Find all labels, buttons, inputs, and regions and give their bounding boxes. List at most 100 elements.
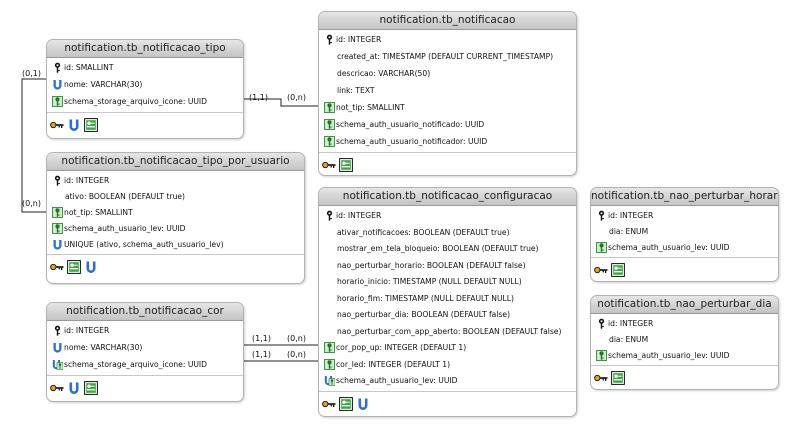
column-label: cor_pop_up: INTEGER (DEFAULT 1) [336,343,467,352]
column-row[interactable]: dia: ENUM [591,331,778,348]
column-row[interactable]: horario_fim: TIMESTAMP (NULL DEFAULT NUL… [319,290,576,307]
column-label: id: INTEGER [64,176,110,185]
column-row[interactable]: descricao: VARCHAR(50) [319,65,576,82]
column-row[interactable]: not_tip: SMALLINT [47,204,304,221]
foreign-key-index-icon[interactable] [84,380,98,395]
column-row[interactable]: id: INTEGER [47,172,304,189]
primary-key-icon[interactable] [50,380,64,394]
foreign-key-index-icon[interactable] [611,370,625,385]
column-row[interactable]: not_tip: SMALLINT [319,99,576,116]
foreign-key-icon [324,102,335,113]
column-row[interactable]: nao_perturbar_com_app_aberto: BOOLEAN (D… [319,323,576,340]
table-box[interactable]: notification.tb_nao_perturbar_horario id:… [590,187,779,282]
primary-key-icon[interactable] [50,117,64,131]
key-icon [52,325,63,336]
column-row[interactable]: nao_perturbar_horario: BOOLEAN (DEFAULT … [319,257,576,274]
unique-index-icon[interactable] [67,117,81,131]
primary-key-icon[interactable] [322,157,336,171]
table-title[interactable]: notification.tb_notificacao_cor [47,303,243,321]
foreign-key-icon [324,119,335,130]
foreign-key-icon [52,96,63,107]
foreign-key-index-icon[interactable] [84,117,98,132]
column-label: link: TEXT [337,86,375,95]
column-label: nao_perturbar_com_app_aberto: BOOLEAN (D… [337,326,562,336]
column-label: schema_auth_usuario_lev: UUID [608,351,730,360]
column-row[interactable]: cor_led: INTEGER (DEFAULT 1) [319,356,576,373]
table-title[interactable]: notification.tb_nao_perturbar_dia [591,296,778,314]
table-box[interactable]: notification.tb_notificacao_tipo id: SMAL… [46,39,244,139]
table-title[interactable]: notification.tb_notificacao_tipo [47,40,243,58]
column-row[interactable]: UNIQUE (ativo, schema_auth_usuario_lev) [47,236,304,253]
primary-key-icon[interactable] [594,370,608,384]
column-row[interactable]: schema_storage_arquivo_icone: UUID [47,356,243,373]
column-label: schema_auth_usuario_notificado: UUID [336,120,485,129]
foreign-key-index-icon[interactable] [611,262,625,277]
foreign-key-icon [596,350,607,361]
column-label: schema_auth_usuario_lev: UUID [608,243,730,252]
column-label: id: INTEGER [336,211,382,220]
column-label: schema_auth_usuario_lev: UUID [64,224,186,233]
key-icon [52,62,63,73]
column-row[interactable]: created_at: TIMESTAMP (DEFAULT CURRENT_T… [319,48,576,65]
column-label: nao_perturbar_dia: BOOLEAN (DEFAULT fals… [337,310,511,319]
primary-key-icon[interactable] [50,259,64,273]
column-row[interactable]: cor_pop_up: INTEGER (DEFAULT 1) [319,339,576,356]
column-label: schema_storage_arquivo_icone: UUID [64,97,208,106]
key-icon [324,210,335,221]
column-row[interactable]: id: INTEGER [591,315,778,332]
foreign-key-index-icon[interactable] [339,396,353,411]
cardinality-label: (0,n) [287,93,306,102]
column-row[interactable]: id: SMALLINT [47,59,243,76]
column-row[interactable]: link: TEXT [319,82,576,99]
table-title[interactable]: notification.tb_notificacao_tipo_por_usu… [47,153,304,171]
column-row[interactable]: id: INTEGER [47,322,243,339]
column-label: nome: VARCHAR(30) [64,343,143,352]
foreign-key-index-icon[interactable] [339,157,353,172]
column-row[interactable]: schema_auth_usuario_lev: UUID [591,239,778,256]
unique-index-icon[interactable] [67,380,81,394]
column-row[interactable]: nao_perturbar_dia: BOOLEAN (DEFAULT fals… [319,306,576,323]
unique-index-icon[interactable] [84,259,98,273]
footer-divider [47,254,304,255]
table-title[interactable]: notification.tb_notificacao [319,12,576,30]
footer-divider [47,112,243,113]
column-row[interactable]: id: INTEGER [591,207,778,224]
column-row[interactable]: id: INTEGER [319,31,576,48]
table-box[interactable]: notification.tb_notificacao_configuracao… [318,187,577,417]
column-row[interactable]: nome: VARCHAR(30) [47,76,243,93]
column-label: id: SMALLINT [64,63,114,72]
column-label: horario_fim: TIMESTAMP (NULL DEFAULT NUL… [337,293,514,303]
cardinality-label: (0,n) [287,334,306,343]
column-label: not_tip: SMALLINT [64,208,133,217]
column-row[interactable]: ativar_notificacoes: BOOLEAN (DEFAULT tr… [319,224,576,241]
foreign-key-icon [324,136,335,147]
column-row[interactable]: mostrar_em_tela_bloqueio: BOOLEAN (DEFAU… [319,240,576,257]
column-label: ativo: BOOLEAN (DEFAULT true) [65,192,186,201]
foreign-key-index-icon[interactable] [67,259,81,274]
column-row[interactable]: schema_auth_usuario_notificado: UUID [319,116,576,133]
column-row[interactable]: id: INTEGER [319,207,576,224]
column-label: descricao: VARCHAR(50) [337,69,431,78]
table-title[interactable]: notification.tb_nao_perturbar_horario [591,188,778,206]
column-row[interactable]: horario_inicio: TIMESTAMP (NULL DEFAULT … [319,273,576,290]
table-box[interactable]: notification.tb_notificacao_tipo_por_usu… [46,152,305,284]
column-label: nome: VARCHAR(30) [64,80,143,89]
column-row[interactable]: nome: VARCHAR(30) [47,339,243,356]
table-title[interactable]: notification.tb_notificacao_configuracao [319,188,576,206]
column-row[interactable]: schema_auth_usuario_lev: UUID [319,372,576,389]
primary-key-icon[interactable] [594,262,608,276]
column-row[interactable]: schema_auth_usuario_lev: UUID [591,347,778,364]
foreign-key-icon [324,342,335,353]
column-row[interactable]: schema_storage_arquivo_icone: UUID [47,93,243,110]
column-row[interactable]: schema_auth_usuario_lev: UUID [47,220,304,237]
footer-divider [47,375,243,376]
primary-key-icon[interactable] [322,396,336,410]
column-row[interactable]: ativo: BOOLEAN (DEFAULT true) [47,188,304,205]
column-label: id: INTEGER [608,211,654,220]
column-row[interactable]: schema_auth_usuario_notificador: UUID [319,133,576,150]
unique-index-icon[interactable] [356,396,370,410]
column-row[interactable]: dia: ENUM [591,223,778,240]
